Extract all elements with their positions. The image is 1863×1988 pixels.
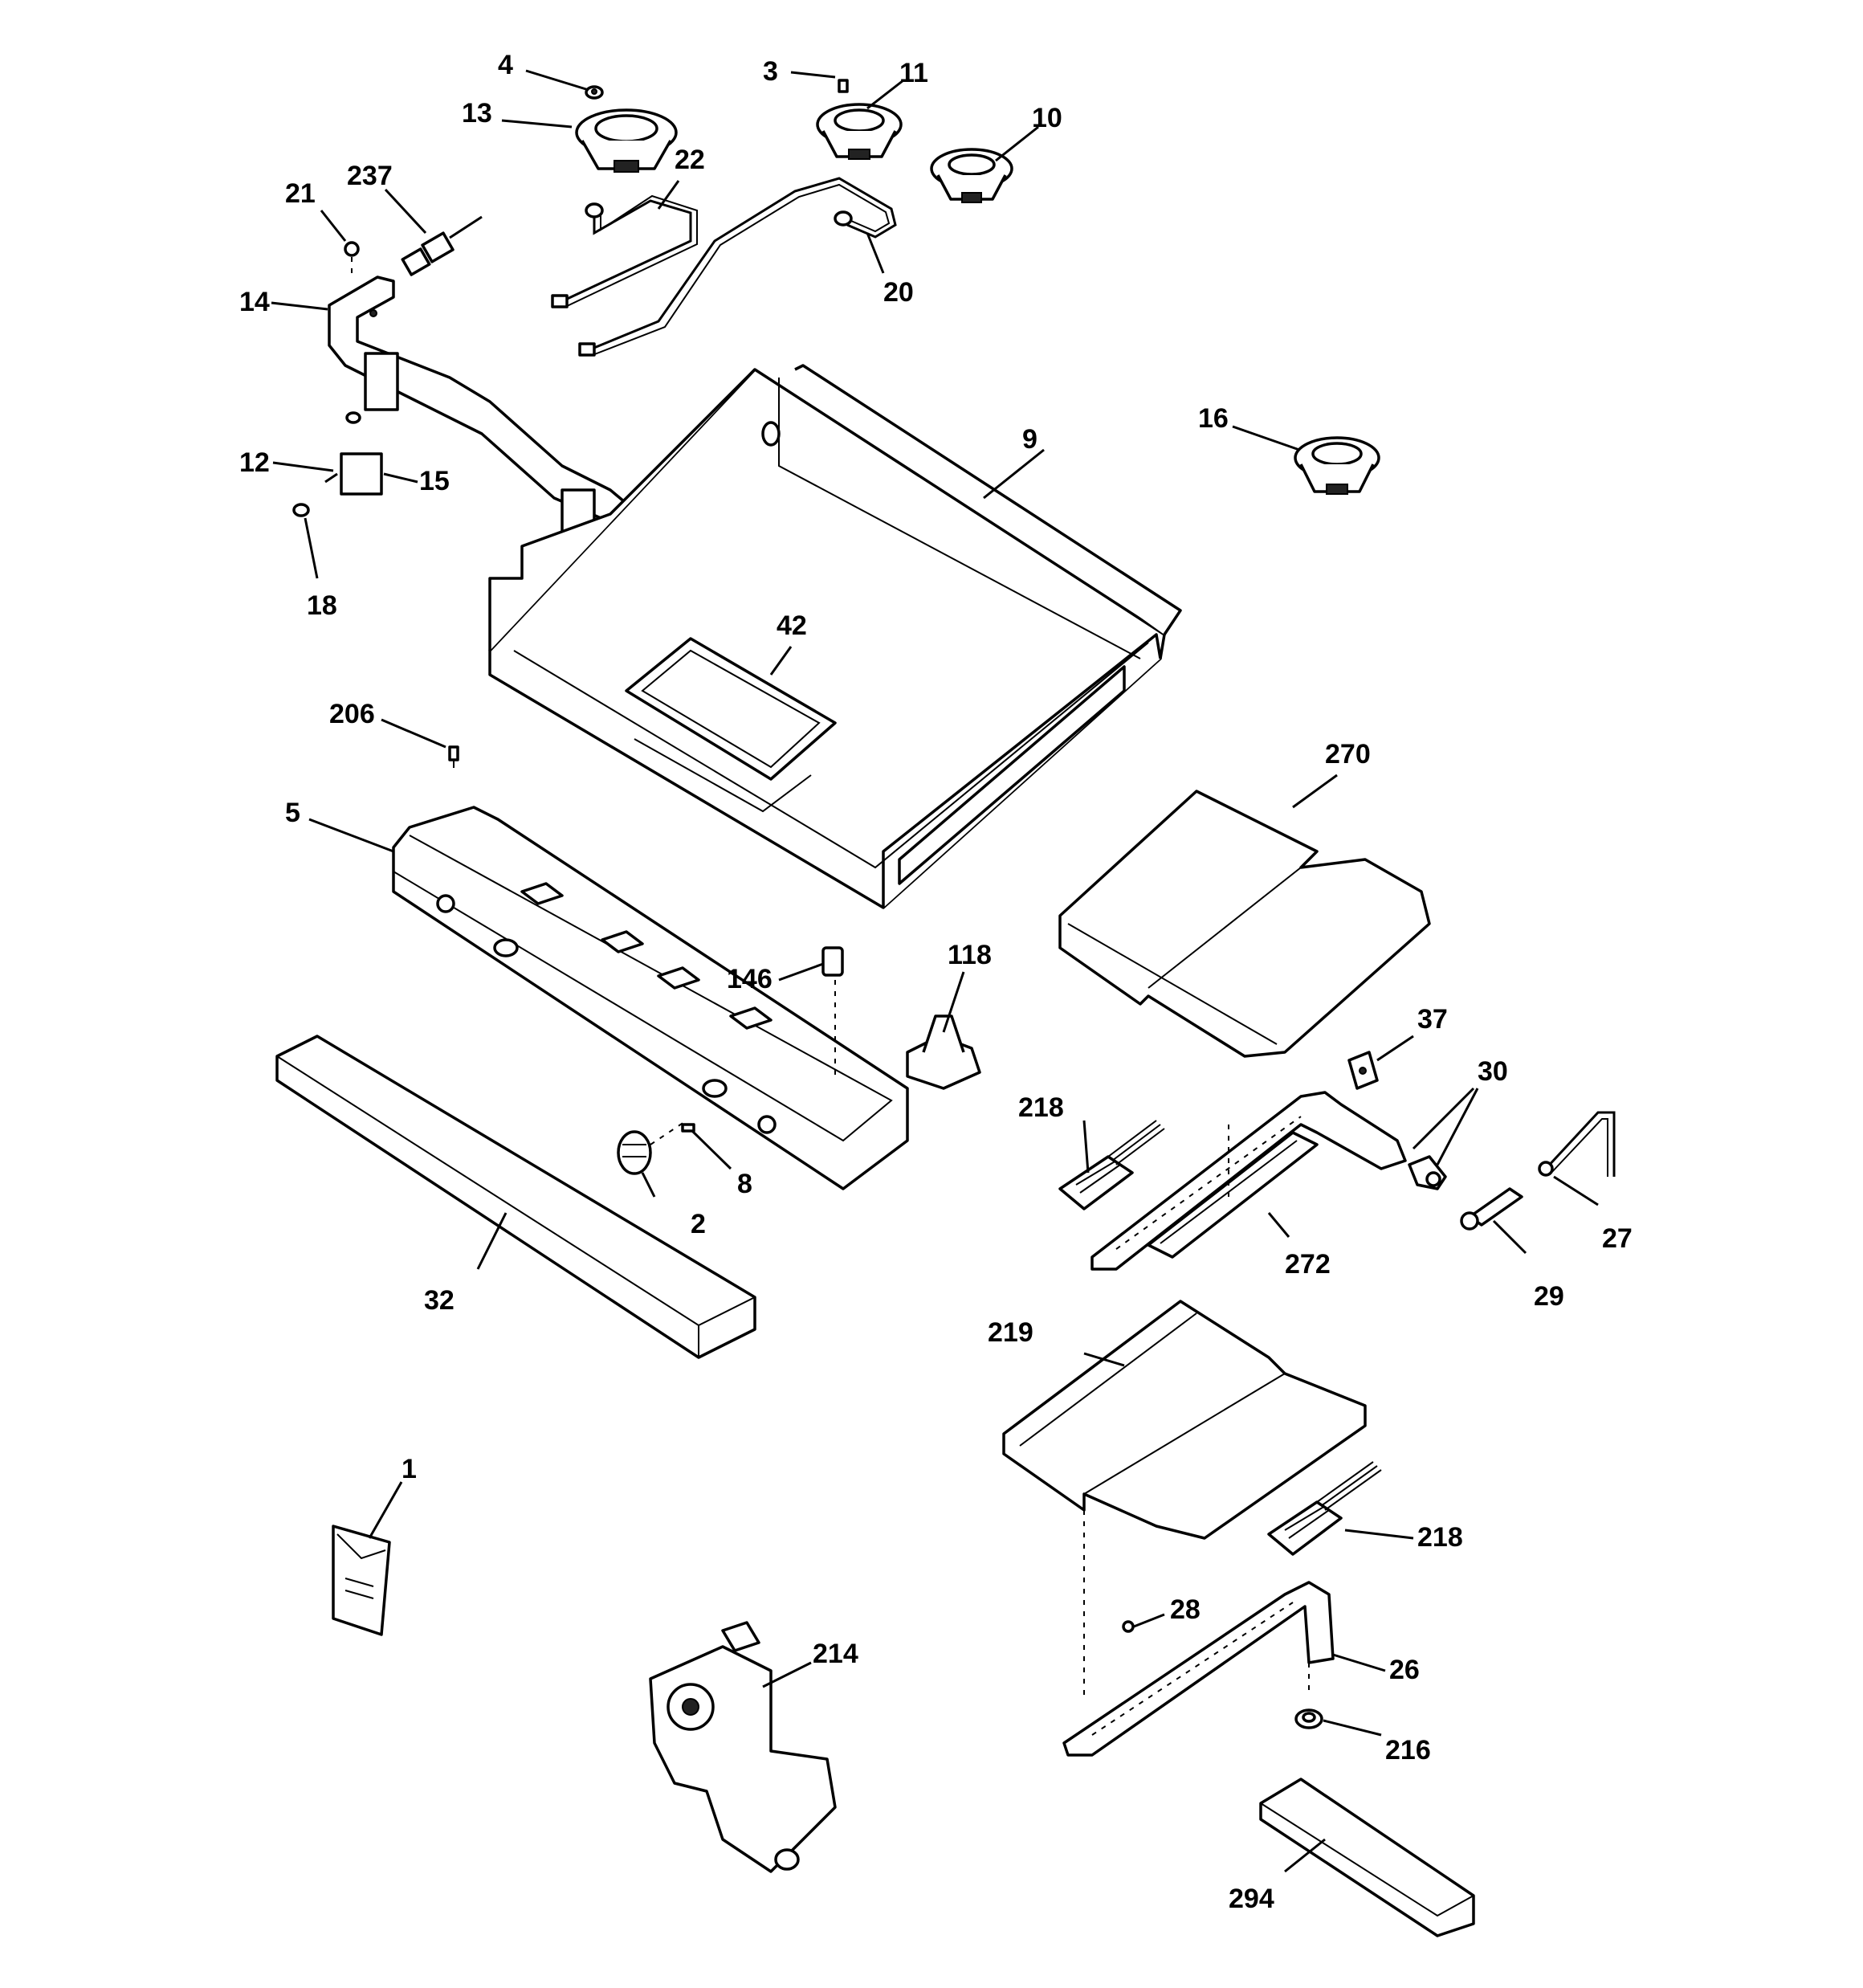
callout-14: 14 (239, 287, 270, 317)
burner-head-16 (1294, 436, 1380, 495)
manifold-panel-5 (392, 806, 909, 1190)
screw-28 (1122, 1620, 1135, 1633)
broil-burner-26 (1062, 1581, 1335, 1757)
callout-1: 1 (402, 1454, 417, 1484)
manifold-14 (328, 276, 660, 556)
baffle-219 (1002, 1300, 1367, 1540)
callout-29: 29 (1534, 1281, 1564, 1312)
air-shutter-30 (1408, 1155, 1447, 1190)
callout-16: 16 (1198, 403, 1229, 434)
bracket-294 (1259, 1778, 1475, 1937)
callout-27: 27 (1602, 1223, 1633, 1254)
callout-10: 10 (1032, 103, 1062, 133)
callout-216: 216 (1385, 1735, 1431, 1766)
burner-box-9 (488, 364, 1182, 909)
callout-32: 32 (424, 1285, 455, 1316)
callout-8: 8 (737, 1169, 752, 1199)
callout-146: 146 (727, 964, 773, 994)
burner-tube-22 (551, 194, 698, 308)
leader-lines (271, 69, 1599, 1873)
callout-9: 9 (1022, 424, 1037, 455)
screw-206 (448, 745, 459, 768)
oven-burner-tube (1090, 1091, 1407, 1271)
gas-valve-214 (649, 1621, 837, 1873)
screw-8 (681, 1123, 695, 1133)
knob-2 (617, 1120, 687, 1175)
cover-118 (906, 1014, 981, 1090)
trim-strip-32 (275, 1035, 756, 1359)
burner-head-10 (930, 148, 1013, 203)
literature-1 (332, 1525, 391, 1636)
callout-118: 118 (948, 940, 992, 970)
callout-218-bottom: 218 (1417, 1522, 1463, 1553)
callout-218-top: 218 (1018, 1092, 1064, 1123)
callout-12: 12 (239, 447, 270, 478)
callout-11: 11 (899, 58, 928, 88)
burner-head-11 (816, 103, 903, 160)
igniter-218-bottom (1267, 1461, 1382, 1556)
callout-206: 206 (329, 699, 375, 729)
callout-30: 30 (1478, 1056, 1508, 1087)
callout-15: 15 (419, 466, 450, 496)
callout-labels: 4 3 11 13 10 22 237 21 20 14 16 9 12 15 … (239, 50, 1633, 1914)
callout-20: 20 (883, 277, 914, 308)
fitting-237 (401, 215, 483, 276)
callout-22: 22 (675, 145, 705, 175)
flame-spreader-272 (1147, 1125, 1319, 1259)
igniter-218-top (1058, 1120, 1165, 1210)
callout-3: 3 (763, 56, 778, 87)
baffle-270 (1058, 790, 1431, 1058)
callout-214: 214 (813, 1639, 858, 1669)
callout-2: 2 (691, 1209, 706, 1239)
callout-237: 237 (347, 161, 393, 191)
callout-28: 28 (1170, 1594, 1201, 1625)
callout-21: 21 (285, 178, 316, 209)
callout-42: 42 (777, 610, 807, 641)
washer-18 (292, 503, 310, 517)
burner-tube-20 (578, 177, 897, 357)
valve-12 (324, 411, 383, 496)
callout-4: 4 (498, 50, 513, 80)
clip-146 (821, 946, 844, 1080)
callout-26: 26 (1389, 1655, 1420, 1685)
screw-21 (344, 241, 360, 277)
gas-tube-27 (1538, 1111, 1616, 1177)
callout-5: 5 (285, 798, 300, 828)
screw-3 (838, 79, 849, 93)
bracket-37 (1347, 1051, 1379, 1090)
callout-219: 219 (988, 1317, 1033, 1348)
callout-13: 13 (462, 98, 492, 129)
callout-294: 294 (1229, 1884, 1274, 1914)
callout-272: 272 (1285, 1249, 1331, 1280)
callout-270: 270 (1325, 739, 1371, 769)
screw-4 (585, 85, 604, 100)
callout-37: 37 (1417, 1004, 1448, 1035)
nut-216 (1294, 1708, 1323, 1729)
vent-42 (625, 637, 837, 813)
callout-18: 18 (307, 590, 337, 621)
burner-head-13 (575, 108, 678, 173)
orifice-29 (1460, 1187, 1523, 1231)
